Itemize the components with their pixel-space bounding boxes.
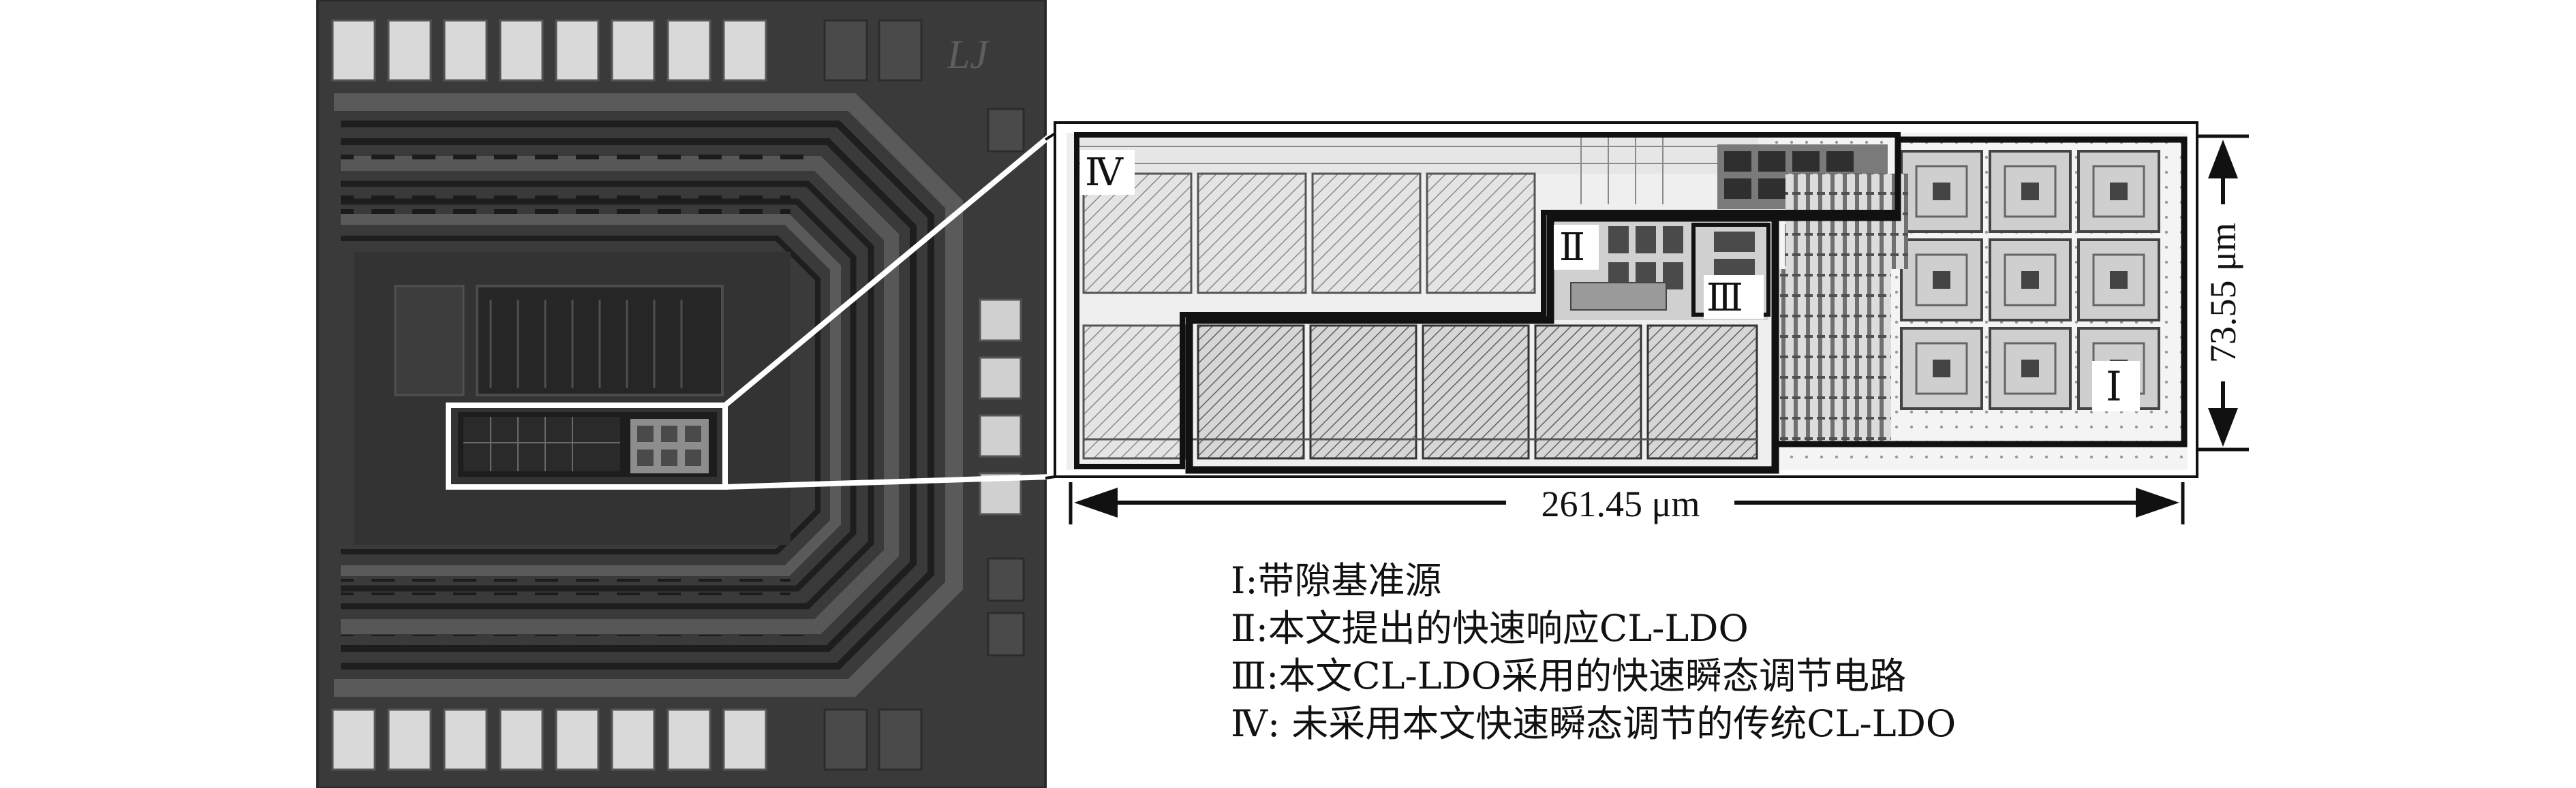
region-iii-label: Ⅲ (1706, 277, 1743, 319)
region-i-label: Ⅰ (2106, 364, 2122, 409)
layout-zoom: Ⅳ Ⅱ Ⅲ Ⅰ (1054, 121, 2198, 478)
die-marking: LJ (947, 32, 990, 77)
zoom-lines (723, 131, 1055, 490)
width-dimension: 261.45 μm (1069, 482, 2185, 524)
die-photo: LJ (316, 0, 1047, 788)
legend-item-ii: Ⅱ:本文提出的快速响应CL-LDO (1231, 607, 1749, 650)
fast-response-ldo-power-stage (1197, 324, 1758, 460)
height-dimension: 73.55 μm (2198, 134, 2249, 452)
width-label: 261.45 μm (1542, 484, 1700, 524)
legend-item-i: Ⅰ:带隙基准源 (1231, 559, 1442, 602)
bottom-bond-pads (331, 708, 767, 771)
region-ii-label: Ⅱ (1559, 227, 1585, 269)
legend-item-iv: Ⅳ: 未采用本文快速瞬态调节的传统CL-LDO (1231, 702, 1957, 745)
top-bond-pads (331, 19, 767, 82)
die-highlight-box (446, 403, 728, 490)
region-i-outline (1772, 136, 2188, 447)
height-label: 73.55 μm (2203, 223, 2243, 363)
legend-item-iii: Ⅲ:本文CL-LDO采用的快速瞬态调节电路 (1231, 655, 1907, 697)
metal-fill-rows (341, 153, 818, 647)
region-iv-label: Ⅳ (1085, 152, 1124, 194)
